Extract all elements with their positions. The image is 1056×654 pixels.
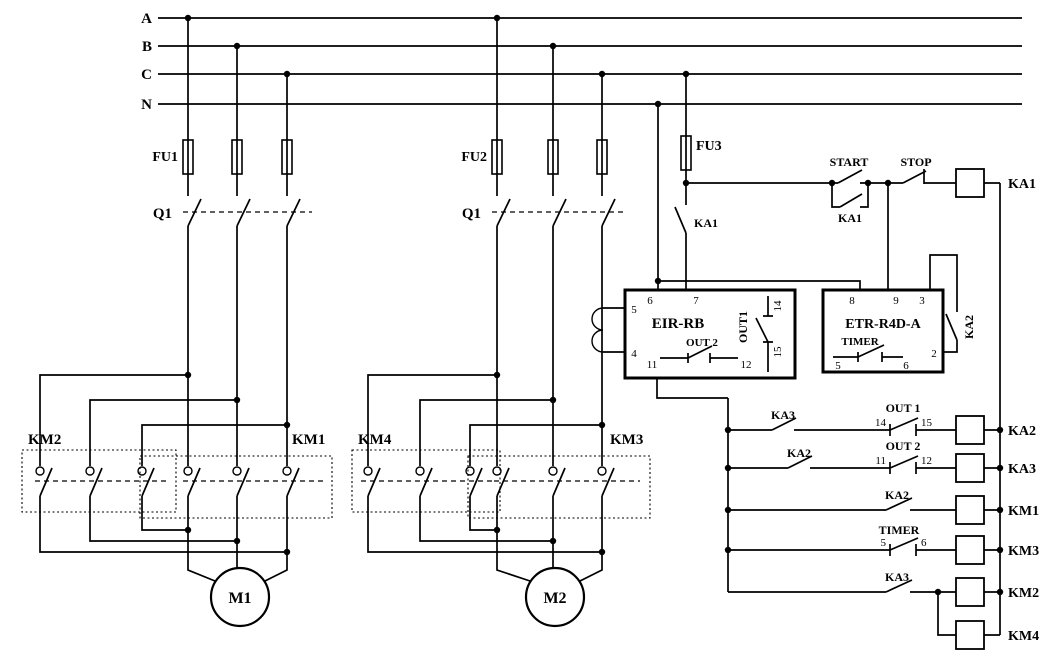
junction-dots [184,14,1004,596]
etr-box [821,288,945,374]
etr-name: ETR-R4D-A [845,317,921,332]
km3-coil-label: KM3 [1008,544,1039,559]
ka1-coil-label: KA1 [1008,177,1036,192]
left-feeder: FU1 Q1 [152,18,312,466]
rail-a-label: A [141,11,152,27]
contactor-km2-label: KM2 [28,432,61,448]
fuse-fu3-body [680,135,692,171]
km3-coil [955,535,985,565]
etr-pin-9: 9 [893,295,899,307]
eir-out2-t12: 12 [741,359,752,371]
fuse-fu3-label: FU3 [696,139,722,154]
eir-rb-name: EIR-RB [652,316,705,332]
eir-rb-box [623,288,797,380]
km1-coil [955,495,985,525]
eir-out1-t15: 15 [772,346,784,358]
etr-pin-3: 3 [919,295,925,307]
km4-coil-label: KM4 [1008,629,1039,644]
etr-ka2-contact-label: KA2 [962,315,976,339]
ka2-coil-label: KA2 [1008,424,1036,439]
stop-button-label: STOP [900,155,931,169]
motor-m1: M1 [209,566,271,628]
ka3-coil-label: KA3 [1008,462,1036,477]
km2-branch-wires [39,374,287,466]
etr-timer-label: TIMER [841,336,879,348]
rung1-device-label: OUT 1 [886,401,921,415]
fuse-fu2-body-2 [547,139,559,175]
km2-contactor: KM2 [21,432,287,553]
ka3-coil [955,453,985,483]
rung4-t6: 6 [921,537,927,549]
start-button-label: START [830,155,869,169]
fuse-fu2-label: FU2 [461,150,487,165]
km2-coil [955,577,985,607]
motor-m2: M2 [524,566,586,628]
km1-coil-label: KM1 [1008,504,1039,519]
fuse-fu1-body-3 [281,139,293,175]
breaker-q1-right-label: Q1 [462,206,481,222]
rung2-t11: 11 [875,455,886,467]
rung2-t12: 12 [921,455,932,467]
rung1-t15: 15 [921,417,933,429]
rung4-device-label: TIMER [879,523,920,537]
eir-pin-5: 5 [631,304,637,316]
motor-m2-circle [524,566,586,628]
motor-m1-circle [209,566,271,628]
rail-b-label: B [142,39,152,55]
etr-timer-t6: 6 [903,360,909,372]
km3-outline [467,455,651,519]
km4-coil [955,620,985,650]
fuse-fu1-body [182,139,194,175]
right-feeder: FU2 Q1 [461,18,627,466]
eir-pin-7: 7 [693,295,699,307]
etr-r4d-a-relay: ETR-R4D-A 8 9 3 2 KA2 TIMER 5 6 [821,254,976,374]
rung2-device-label: OUT 2 [886,439,921,453]
km4-outline [351,449,501,513]
control-ladder: KA3 OUT 1 14 15 KA2 KA2 OUT 2 11 12 KA3 … [656,378,1039,650]
rung2-aux-label: KA2 [787,446,811,460]
etr-timer-t5: 5 [835,360,841,372]
breaker-q1-left-label: Q1 [153,206,172,222]
km4-contactor: KM4 [351,432,602,553]
ka1-line-contact-label: KA1 [694,216,718,230]
motor-m1-label: M1 [228,590,251,607]
start-stop-circuit: START KA1 STOP KA1 [686,155,1036,290]
eir-out2-t11: 11 [647,359,658,371]
km1-contactor: KM1 [139,432,333,582]
km2-outline [21,449,177,513]
rail-c-label: C [141,67,152,83]
eir-pin-4: 4 [631,348,637,360]
power-rails: A B C N [141,11,1022,113]
eir-out2-label: OUT 2 [686,337,718,349]
rail-n-label: N [141,97,152,113]
current-transformer-icon [591,307,604,353]
km1-outline [139,455,333,519]
rung3-device-label: KA2 [885,488,909,502]
rung1-aux-label: KA3 [771,408,795,422]
fuse-fu2-body-3 [596,139,608,175]
fuse-fu1-body-2 [231,139,243,175]
eir-out1-label: OUT1 [736,311,750,343]
eir-rb-relay: EIR-RB 6 7 5 4 OUT 2 11 12 OUT1 14 15 [591,288,797,380]
etr-pin-8: 8 [849,295,855,307]
fuse-fu2-body [491,139,503,175]
ka2-coil [955,415,985,445]
etr-pin-2: 2 [931,348,937,360]
eir-pin-6: 6 [647,295,653,307]
rung1-t14: 14 [875,417,887,429]
contactor-km4-label: KM4 [358,432,392,448]
km3-contactor: KM3 [467,432,651,582]
contactor-km1-label: KM1 [292,432,325,448]
contactor-km3-label: KM3 [610,432,643,448]
ka1-coil [955,168,985,198]
eir-out1-t14: 14 [772,300,784,312]
rung4-t5: 5 [881,537,887,549]
km2-coil-label: KM2 [1008,586,1039,601]
fuse-fu1-label: FU1 [152,150,178,165]
ka1-seal-contact-label: KA1 [838,211,862,225]
km4-branch-wires [367,374,602,466]
rung5-device-label: KA3 [885,570,909,584]
motor-m2-label: M2 [543,590,566,607]
